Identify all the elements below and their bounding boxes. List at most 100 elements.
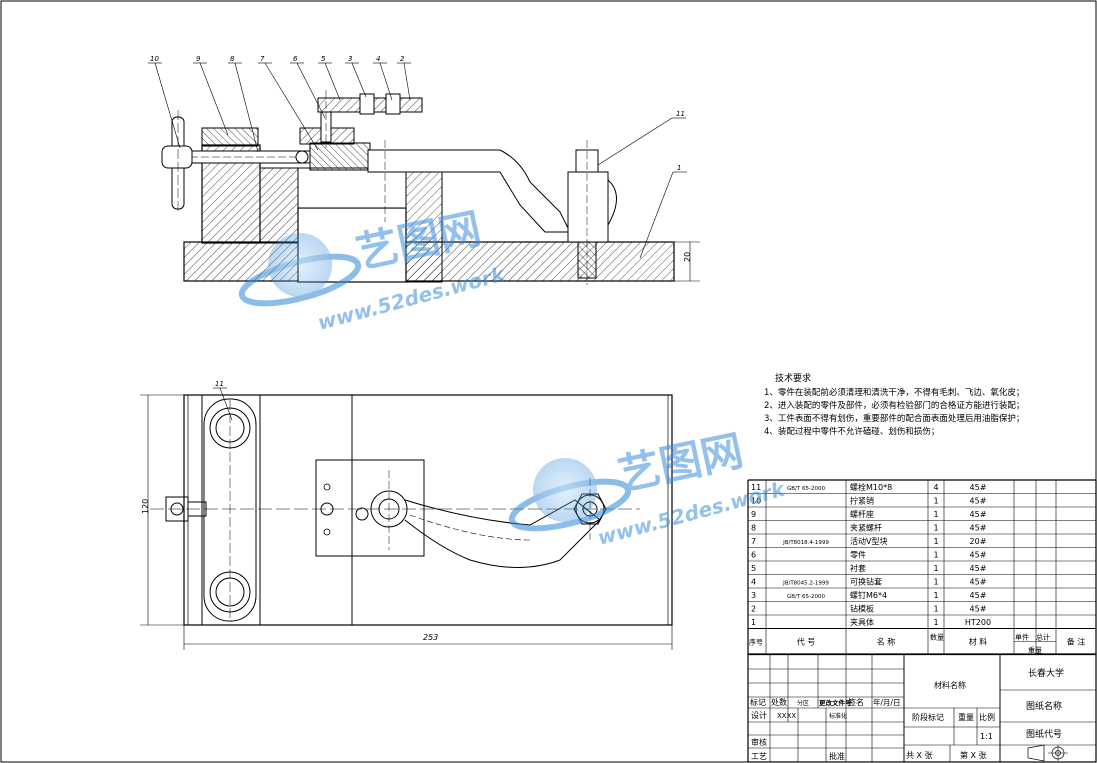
tech-requirements: 技术要求 1、零件在装配前必须清理和清洗干净，不得有毛刺、飞边、氧化皮； 2、进… — [764, 372, 1024, 437]
title-block-text: 材料名称 长春大学 图纸名称 图纸代号 标记 处数 分区 更改文件号 签名 年/… — [750, 667, 1064, 761]
header-code: 代 号 — [797, 637, 816, 647]
header-weight: 重量 — [1028, 647, 1042, 655]
balloon-8: 8 — [230, 55, 235, 63]
v-block — [309, 142, 371, 171]
part-code: JB/T8045.2-1999 — [782, 581, 829, 587]
part-code: GB/T 65-2000 — [787, 486, 825, 492]
part-name: 螺杆座 — [850, 509, 874, 519]
tb-date: 年/月/日 — [873, 697, 901, 707]
tb-material-name: 材料名称 — [934, 680, 966, 690]
part-qty: 1 — [933, 564, 938, 573]
globe-icon-2 — [533, 458, 597, 522]
tb-sign: 签名 — [848, 697, 864, 707]
part-qty: 1 — [933, 591, 938, 600]
tb-count: 处数 — [771, 697, 787, 707]
part-qty: 1 — [933, 618, 938, 627]
part-name: 夹具体 — [850, 617, 874, 627]
part-name: 螺栓M10*8 — [850, 482, 892, 492]
tb-sheets: 共 X 张 — [906, 751, 933, 760]
part-material: 45# — [970, 564, 987, 573]
part-qty: 1 — [933, 524, 938, 533]
part-no: 10 — [751, 497, 761, 506]
tb-scale: 1:1 — [980, 732, 993, 741]
dim-height-top: 120 — [141, 499, 150, 514]
part-name: 拧紧销 — [850, 496, 874, 506]
tb-mark: 标记 — [750, 697, 766, 707]
tb-scale-label: 比例 — [979, 712, 995, 722]
tech-item-4: 4、装配过程中零件不允许磕碰、划伤和损伤； — [764, 426, 939, 437]
tb-stage-mark: 阶段标记 — [912, 712, 944, 722]
part-material: 45# — [970, 551, 987, 560]
tech-item-2: 2、进入装配的零件及部件，必须有检验部门的合格证方能进行装配； — [764, 400, 1024, 411]
part-code: JB/T8018.4-1999 — [782, 540, 829, 546]
tb-designer: XXXX — [777, 712, 796, 720]
part-no: 2 — [751, 605, 756, 614]
balloon-3: 3 — [348, 55, 352, 63]
part-name: 零件 — [850, 550, 866, 560]
header-total: 总计 — [1036, 633, 1050, 642]
tb-school: 长春大学 — [1028, 667, 1064, 679]
tb-drawing-code: 图纸代号 — [1026, 728, 1062, 740]
part-material: HT200 — [965, 618, 991, 627]
balloon-2: 2 — [400, 55, 405, 63]
balloon-6: 6 — [293, 55, 298, 63]
header-name: 名 称 — [877, 637, 896, 647]
header-remark: 备 注 — [1067, 637, 1086, 647]
part-no: 8 — [751, 524, 756, 533]
tech-item-1: 1、零件在装配前必须清理和清洗干净，不得有毛刺、飞边、氧化皮； — [764, 387, 1024, 398]
balloon-11: 11 — [676, 110, 685, 118]
tb-sheet: 第 X 张 — [960, 750, 987, 760]
part-material: 45# — [970, 591, 987, 600]
part-name: 螺钉M6*4 — [850, 590, 887, 600]
balloon-1: 1 — [677, 164, 681, 172]
tech-title: 技术要求 — [775, 372, 811, 384]
balloon-9: 9 — [196, 55, 201, 63]
part-material: 45# — [970, 497, 987, 506]
tb-review: 审核 — [751, 737, 767, 747]
part-no: 11 — [751, 483, 761, 492]
dim-width-top: 253 — [423, 633, 438, 642]
balloon-10: 10 — [150, 55, 159, 63]
part-no: 5 — [751, 564, 756, 573]
part-no: 6 — [751, 551, 756, 560]
part-material: 45# — [970, 510, 987, 519]
header-material: 材 料 — [969, 637, 988, 647]
part-qty: 1 — [933, 605, 938, 614]
part-material: 45# — [970, 483, 987, 492]
globe-icon — [268, 233, 332, 297]
part-material: 45# — [970, 524, 987, 533]
part-qty: 1 — [933, 578, 938, 587]
part-no: 9 — [751, 510, 756, 519]
balloon-7: 7 — [260, 55, 265, 63]
header-qty: 数量 — [930, 633, 944, 642]
watermark-brand-2: 艺图网 — [614, 426, 747, 500]
part-qty: 1 — [933, 537, 938, 546]
tb-approve: 批准 — [829, 751, 845, 761]
part-material: 45# — [970, 605, 987, 614]
balloon-4: 4 — [376, 55, 380, 63]
part-qty: 1 — [933, 510, 938, 519]
part-no: 4 — [751, 578, 756, 587]
tb-standard: 标准化 — [829, 712, 847, 720]
tb-weight: 重量 — [958, 712, 974, 722]
part-qty: 1 — [933, 497, 938, 506]
balloons-front — [148, 62, 687, 259]
part-no: 3 — [751, 591, 756, 600]
part-qty: 1 — [933, 551, 938, 560]
part-name: 可换钻套 — [850, 577, 882, 587]
dim-height-front: 20 — [683, 252, 692, 262]
tb-change-doc: 更改文件号 — [819, 698, 852, 707]
part-material: 45# — [970, 578, 987, 587]
header-single: 单件 — [1015, 633, 1029, 642]
part-no: 1 — [751, 618, 756, 627]
part-name: 夹紧螺杆 — [850, 523, 882, 533]
tech-item-3: 3、工件表面不得有划伤，重要部件的配合面表面处理后用油脂保护； — [764, 413, 1024, 424]
balloon-5: 5 — [321, 55, 326, 63]
watermark-2: 艺图网 www.52des.work — [508, 426, 789, 550]
title-block — [747, 653, 1097, 763]
part-qty: 4 — [933, 483, 938, 492]
fixture-body — [259, 167, 299, 244]
balloon-11-top: 11 — [215, 380, 224, 388]
